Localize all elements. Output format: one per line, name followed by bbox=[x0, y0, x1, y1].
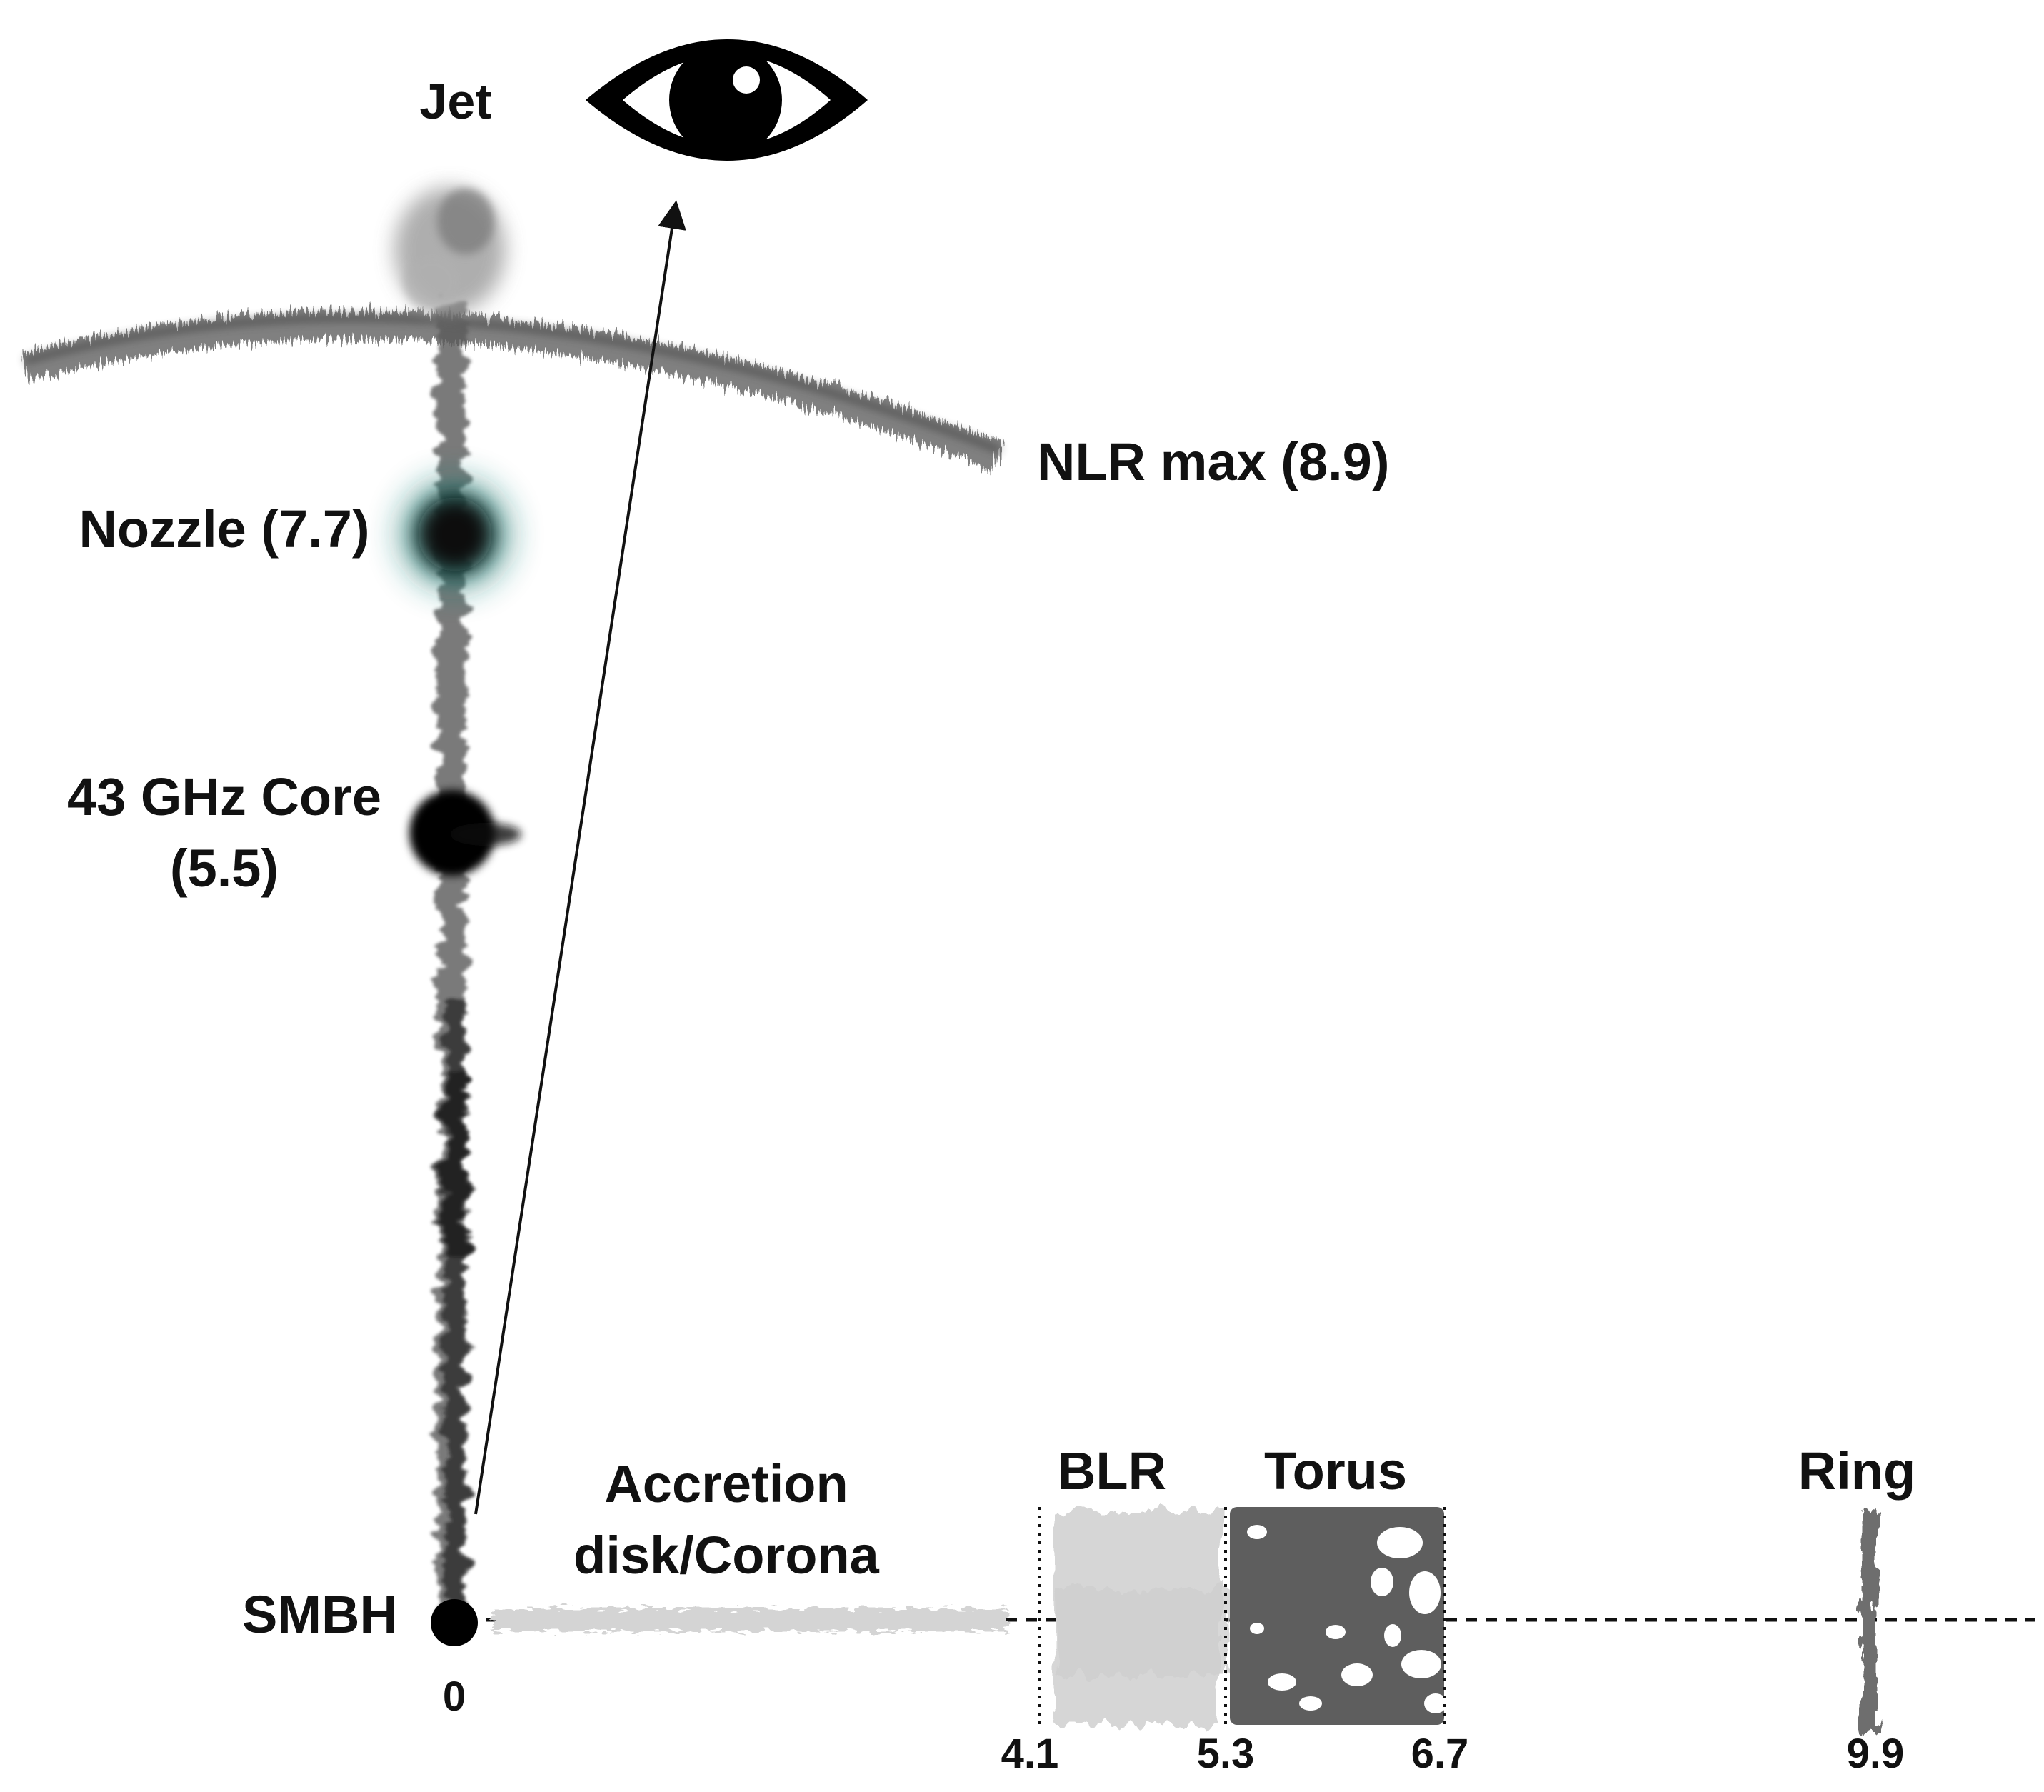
line-of-sight-arrow bbox=[474, 200, 686, 1515]
tick-5-3: 5.3 bbox=[1197, 1731, 1255, 1777]
tick-4-1: 4.1 bbox=[1001, 1731, 1059, 1777]
tick-9-9: 9.9 bbox=[1847, 1731, 1905, 1777]
torus-region bbox=[1230, 1507, 1447, 1725]
accretion-disk bbox=[493, 1608, 1007, 1631]
nozzle-blob bbox=[405, 484, 505, 584]
eye-icon bbox=[586, 39, 868, 161]
ring-region bbox=[1861, 1511, 1877, 1732]
core-label-line2: (5.5) bbox=[170, 839, 279, 898]
tick-6-7: 6.7 bbox=[1411, 1731, 1469, 1777]
blr-region bbox=[1053, 1511, 1228, 1725]
jet-label: Jet bbox=[419, 74, 491, 129]
torus-label: Torus bbox=[1264, 1441, 1407, 1501]
blr-label: BLR bbox=[1058, 1441, 1166, 1501]
core-blob bbox=[409, 790, 521, 876]
nlr-label: NLR max (8.9) bbox=[1037, 432, 1389, 491]
smbh-label: SMBH bbox=[242, 1585, 398, 1644]
jet-plume bbox=[394, 187, 506, 313]
tick-0: 0 bbox=[443, 1673, 466, 1720]
nlr-arc bbox=[21, 311, 1006, 471]
ring-label: Ring bbox=[1798, 1441, 1915, 1501]
smbh-dot bbox=[431, 1599, 478, 1646]
accretion-label-line1: Accretion bbox=[604, 1454, 848, 1513]
accretion-label-line2: disk/Corona bbox=[573, 1526, 879, 1585]
nozzle-label: Nozzle (7.7) bbox=[79, 499, 369, 559]
core-label-line1: 43 GHz Core bbox=[67, 767, 381, 826]
